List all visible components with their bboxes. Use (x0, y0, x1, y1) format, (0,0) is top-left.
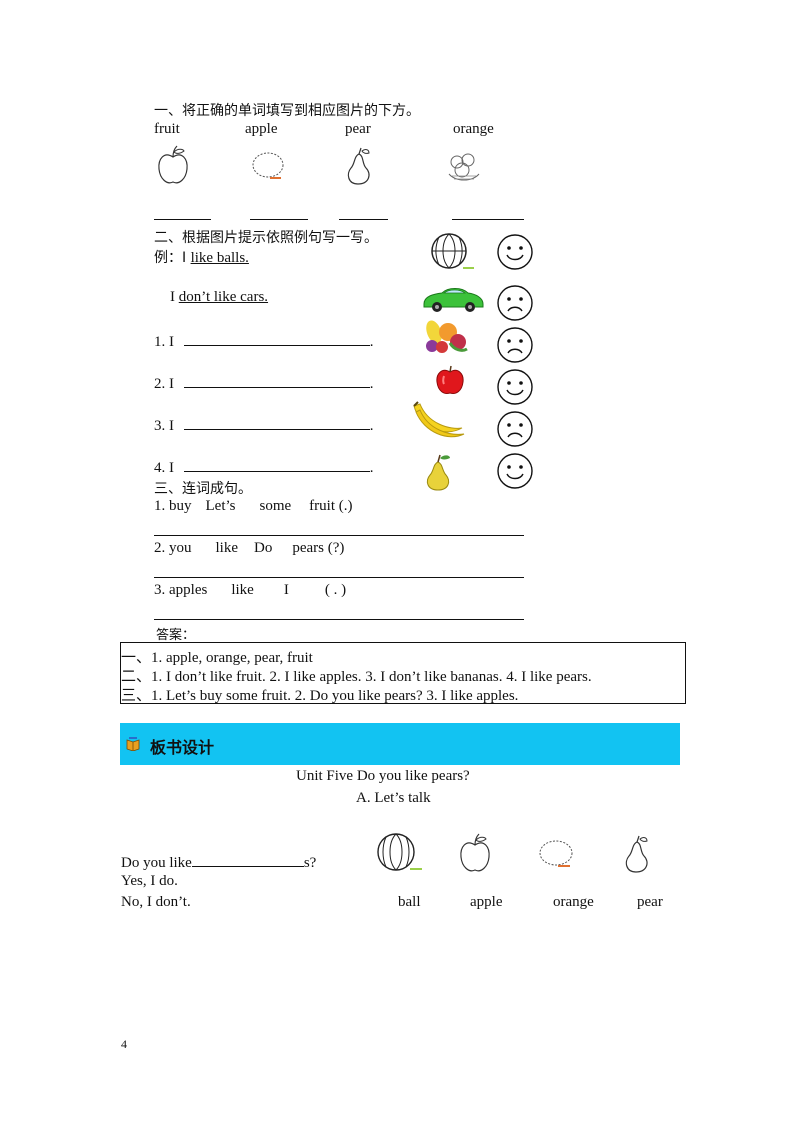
banner-title: 板书设计 (150, 738, 215, 757)
red-apple-icon (436, 365, 464, 394)
board-yes: Yes, I do. (121, 873, 178, 889)
unit-title: Unit Five Do you like pears? (296, 768, 470, 784)
answer-blank-2[interactable] (250, 219, 308, 220)
pear-outline-icon (347, 147, 370, 185)
ball-icon (431, 233, 474, 269)
word-orange: orange (453, 121, 494, 137)
answers-box: 一、1. apple, orange, pear, fruit 二、1. I d… (120, 642, 686, 704)
write-item-number: 4. I (154, 460, 174, 476)
pear-outline-icon (625, 835, 648, 873)
scramble-word: Let’s (205, 498, 236, 514)
yellow-pear-icon (426, 454, 450, 491)
scramble-word: fruit (.) (309, 498, 353, 514)
scramble-word: like (215, 540, 239, 556)
scramble-word: I (283, 582, 289, 598)
lesson-subtitle: A. Let’s talk (356, 790, 431, 806)
answer-line-1: 一、1. apple, orange, pear, fruit (121, 650, 313, 666)
scramble-item-3: 3. apples like I ( . ) (154, 582, 346, 599)
scramble-word: 2. you (154, 540, 192, 556)
question-suffix: s? (303, 855, 317, 871)
board-word-ball: ball (398, 894, 421, 910)
dont-sentence: I don’t like cars. (170, 289, 268, 306)
write-blank[interactable] (183, 331, 370, 346)
section3-title: 三、连词成句。 (154, 481, 252, 497)
section1-title: 一、将正确的单词填写到相应图片的下方。 (154, 103, 420, 119)
banana-icon (413, 401, 465, 438)
scramble-word: Do (254, 540, 273, 556)
example-sentence: 例：I like balls. (154, 247, 249, 267)
example-underlined: like balls. (190, 250, 249, 266)
answer-blank-3[interactable] (339, 219, 388, 220)
answer-blank-1[interactable] (154, 219, 211, 220)
car-icon (423, 288, 484, 312)
write-item-end: . (369, 460, 374, 476)
write-blank[interactable] (183, 415, 370, 430)
board-word-apple: apple (470, 894, 503, 910)
scramble-word: like (231, 582, 254, 598)
scramble-item-1: 1. buy Let’s some fruit (.) (154, 498, 353, 515)
scramble-word: 3. apples (154, 582, 208, 598)
scramble-word: some (259, 498, 292, 514)
example-prefix: 例：I (154, 250, 191, 266)
book-icon (126, 737, 140, 751)
write-item-number: 3. I (154, 418, 174, 434)
write-item-3: 3. I . (154, 415, 374, 435)
word-apple: apple (245, 121, 278, 137)
happy-face-icon (497, 453, 533, 489)
write-item-end: . (369, 418, 374, 434)
sentence-line-2[interactable] (154, 577, 524, 578)
answer-line-3: 三、1. Let’s buy some fruit. 2. Do you lik… (121, 688, 519, 704)
section2-title: 二、根据图片提示依照例句写一写。 (154, 230, 378, 246)
scramble-word: pears (?) (292, 540, 345, 556)
scramble-word: 1. buy (154, 498, 192, 514)
write-item-end: . (369, 376, 374, 392)
dont-underlined: don’t like cars. (178, 289, 269, 305)
word-pear: pear (345, 121, 371, 137)
write-item-end: . (369, 334, 374, 350)
word-fruit: fruit (154, 121, 180, 137)
write-item-2: 2. I . (154, 373, 374, 393)
write-item-number: 2. I (154, 376, 174, 392)
answers-label: 答案： (156, 628, 196, 643)
answer-blank-4[interactable] (452, 219, 524, 220)
ball-outline-icon (377, 833, 422, 871)
dont-prefix: I (170, 289, 179, 305)
board-word-pear: pear (637, 894, 663, 910)
scramble-word: ( . ) (324, 582, 347, 598)
write-item-4: 4. I . (154, 457, 374, 477)
sad-face-icon (497, 327, 533, 363)
page-number: 4 (121, 1037, 127, 1051)
board-word-orange: orange (553, 894, 594, 910)
answer-line-2: 二、1. I don’t like fruit. 2. I like apple… (121, 669, 592, 685)
sentence-line-1[interactable] (154, 535, 524, 536)
write-blank[interactable] (183, 373, 370, 388)
write-item-number: 1. I (154, 334, 174, 350)
happy-face-icon (497, 234, 533, 270)
orange-outline-icon (252, 152, 284, 179)
board-no: No, I don’t. (121, 894, 191, 910)
scramble-item-2: 2. you like Do pears (?) (154, 540, 344, 557)
apple-outline-icon (158, 145, 188, 184)
happy-face-icon (497, 369, 533, 405)
write-item-1: 1. I . (154, 331, 374, 351)
board-question: Do you like s? (121, 852, 316, 872)
sad-face-icon (497, 411, 533, 447)
board-design-banner: 板书设计 (120, 723, 680, 765)
sentence-line-3[interactable] (154, 619, 524, 620)
question-blank[interactable] (191, 852, 304, 867)
sad-face-icon (497, 285, 533, 321)
fruit-mix-icon (426, 320, 468, 353)
question-prefix: Do you like (121, 855, 192, 871)
write-blank[interactable] (183, 457, 370, 472)
apple-outline-icon (460, 833, 490, 872)
fruit-basket-outline-icon (448, 153, 480, 181)
orange-outline-icon (539, 840, 573, 867)
